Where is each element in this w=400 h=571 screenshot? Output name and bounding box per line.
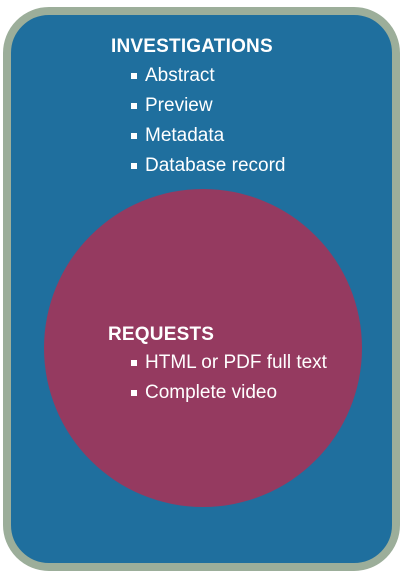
list-item: Database record <box>131 151 285 181</box>
investigations-list: Abstract Preview Metadata Database recor… <box>131 61 285 181</box>
list-item: Abstract <box>131 61 285 91</box>
list-item-label: Database record <box>145 155 286 176</box>
bullet-icon <box>131 133 137 139</box>
list-item: HTML or PDF full text <box>131 348 327 378</box>
list-item-label: Abstract <box>145 65 215 86</box>
list-item: Metadata <box>131 121 285 151</box>
requests-title: REQUESTS <box>108 324 215 345</box>
bullet-icon <box>131 390 137 396</box>
bullet-icon <box>131 360 137 366</box>
investigations-title: INVESTIGATIONS <box>111 36 273 57</box>
list-item: Preview <box>131 91 285 121</box>
bullet-icon <box>131 103 137 109</box>
requests-circle <box>44 189 362 507</box>
list-item-label: Preview <box>145 95 213 116</box>
list-item-label: Complete video <box>145 382 278 403</box>
list-item: Complete video <box>131 378 327 408</box>
list-item-label: Metadata <box>145 125 225 146</box>
bullet-icon <box>131 163 137 169</box>
list-item-label: HTML or PDF full text <box>145 352 327 373</box>
requests-list: HTML or PDF full text Complete video <box>131 348 327 408</box>
bullet-icon <box>131 73 137 79</box>
